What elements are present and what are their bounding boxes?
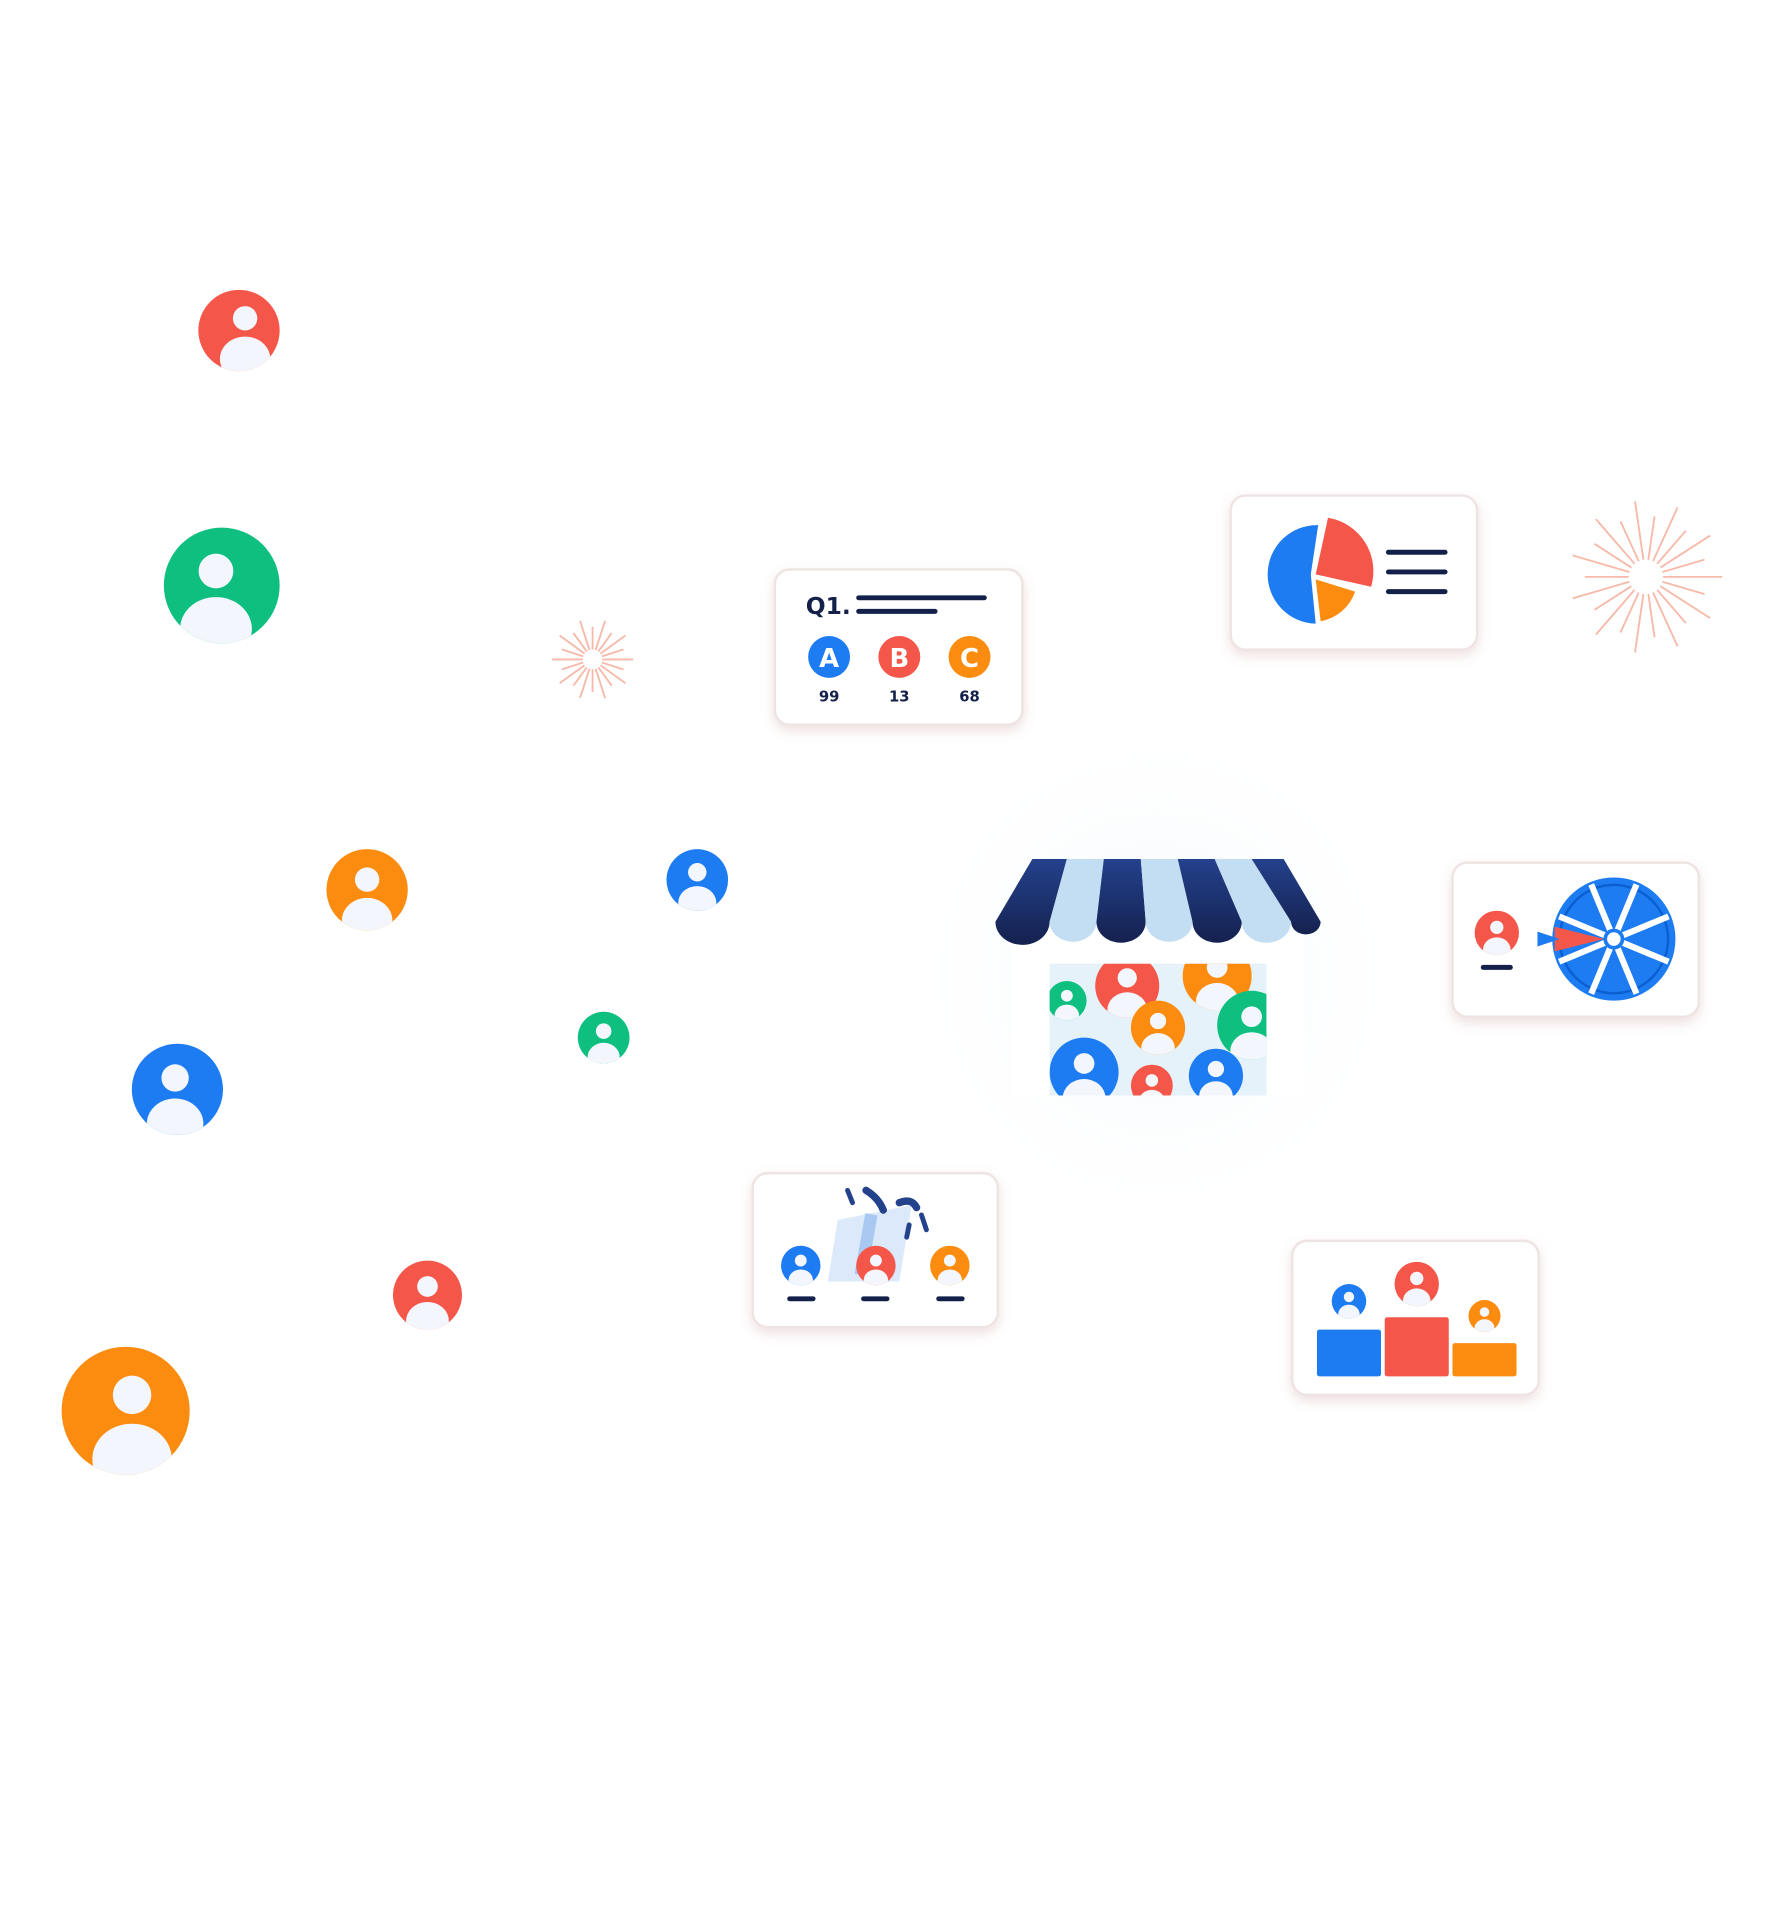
user-avatar-icon — [1182, 963, 1252, 1011]
pie-chart-card — [1229, 494, 1479, 651]
user-avatar-icon — [1394, 1261, 1439, 1307]
user-avatar-icon — [1130, 1000, 1186, 1055]
quiz-card: Q1. A 99 B 13 C 68 — [773, 568, 1024, 726]
quiz-option-b: B 13 — [878, 635, 921, 705]
awning-stripe — [1096, 858, 1146, 943]
podium-second — [1316, 1329, 1382, 1377]
awning-stripe — [995, 858, 1067, 945]
firework-bursts — [551, 501, 1723, 699]
user-avatar-icon — [163, 527, 280, 644]
user-avatar-icon — [326, 849, 408, 931]
floating-avatars — [61, 289, 729, 1475]
user-avatar-icon — [61, 1346, 190, 1475]
user-avatar-icon — [1095, 963, 1160, 1018]
gift-draw-card — [751, 1171, 1000, 1329]
awning-stripe — [1214, 858, 1292, 943]
firework-burst-icon — [551, 620, 634, 699]
user-avatar-icon — [1217, 990, 1267, 1060]
user-avatar-icon — [930, 1245, 970, 1286]
option-count: 13 — [889, 688, 910, 705]
user-avatar-icon — [392, 1260, 462, 1330]
user-avatar-icon — [1049, 1037, 1119, 1096]
legend-lines-icon — [1385, 549, 1448, 595]
question-label: Q1. — [806, 592, 851, 620]
user-avatar-icon — [781, 1245, 821, 1286]
user-avatar-icon — [198, 289, 280, 372]
user-avatar-icon — [666, 849, 729, 911]
awning — [995, 858, 1321, 945]
awning-stripe — [1049, 858, 1104, 942]
user-avatar-icon — [1331, 1284, 1367, 1319]
quiz-option-c: C 68 — [948, 635, 991, 705]
user-avatar-icon — [1474, 910, 1519, 956]
user-avatar-icon — [1049, 980, 1087, 1021]
firework-burst-icon — [1572, 501, 1723, 653]
option-count: 99 — [819, 688, 840, 705]
storefront-icon — [995, 858, 1321, 1097]
awning-stripe — [1251, 858, 1321, 935]
prize-wheel-card — [1451, 861, 1701, 1018]
pie-slice-red — [1315, 517, 1374, 587]
user-avatar-icon — [856, 1245, 896, 1286]
awning-stripe — [1140, 858, 1193, 942]
option-count: 68 — [959, 688, 980, 705]
pie-slice-blue — [1267, 525, 1319, 624]
pie-slice-orange — [1315, 579, 1356, 622]
user-avatar-icon — [1188, 1048, 1244, 1096]
user-avatar-icon — [1468, 1300, 1501, 1333]
podium-third — [1452, 1343, 1517, 1377]
option-letter: A — [819, 644, 839, 674]
user-avatar-icon — [1130, 1064, 1173, 1096]
quiz-option-a: A 99 — [808, 635, 851, 705]
user-avatar-icon — [131, 1043, 223, 1135]
leaderboard-podium-card — [1291, 1239, 1540, 1397]
pointer-icon — [1537, 931, 1560, 947]
wheel-icon — [1537, 877, 1676, 1001]
awning-stripe — [1177, 858, 1242, 943]
user-avatar-icon — [577, 1011, 630, 1064]
podium-first — [1384, 1317, 1449, 1377]
option-letter: B — [889, 644, 909, 674]
option-letter: C — [960, 644, 979, 674]
